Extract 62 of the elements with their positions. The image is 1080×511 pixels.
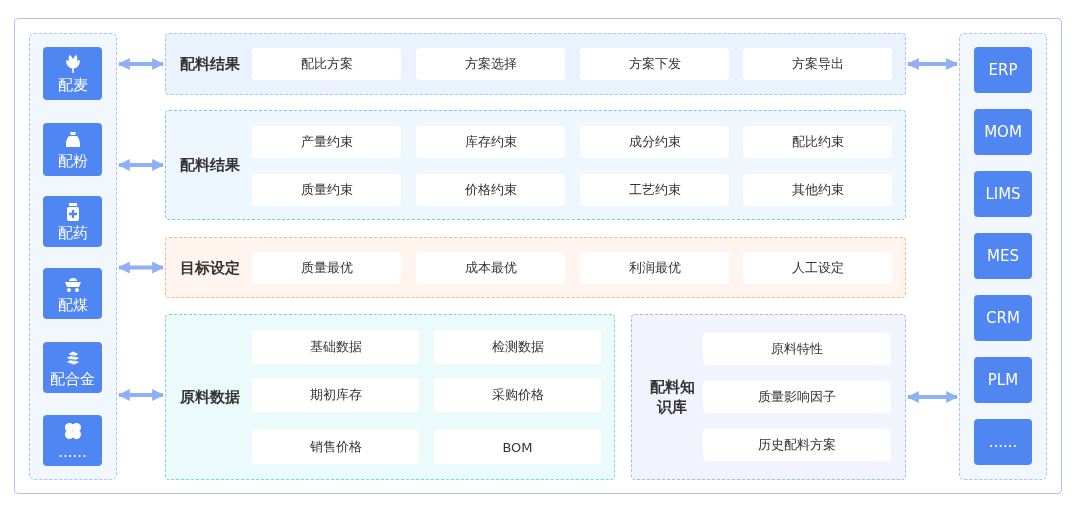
item-tile: 方案下发 [580, 48, 729, 80]
item-tile: 质量最优 [252, 252, 401, 284]
column-panel [959, 33, 1047, 480]
item-tile: 方案导出 [743, 48, 892, 80]
category-label: 配粉 [57, 151, 88, 170]
item-tile: 基础数据 [252, 330, 419, 364]
category-label: ...... [58, 442, 87, 461]
item-tile: 期初库存 [252, 378, 419, 412]
item-tile: 人工设定 [743, 252, 892, 284]
item-tile: 配比方案 [252, 48, 401, 80]
system-tile: ERP [974, 47, 1032, 93]
module-title: 配料结果 [180, 55, 240, 74]
item-tile: 采购价格 [434, 378, 601, 412]
item-tile: 其他约束 [743, 174, 892, 206]
category-label: 配药 [57, 223, 88, 242]
item-tile: 检测数据 [434, 330, 601, 364]
system-tile: CRM [974, 295, 1032, 341]
item-tile: 成本最优 [416, 252, 565, 284]
double-arrow [906, 58, 959, 70]
item-tile: 历史配料方案 [703, 429, 891, 461]
category-tile [43, 342, 102, 393]
category-tile [43, 47, 102, 100]
item-tile: 配比约束 [743, 126, 892, 158]
double-arrow [906, 391, 959, 403]
system-tile: MES [974, 233, 1032, 279]
module-title: 目标设定 [180, 258, 240, 278]
category-tile [43, 123, 102, 176]
module-panel [165, 110, 906, 220]
item-tile: 方案选择 [416, 48, 565, 80]
column-panel [29, 33, 117, 480]
system-tile: MOM [974, 109, 1032, 155]
item-tile: 利润最优 [580, 252, 729, 284]
module-panel [631, 314, 906, 480]
item-tile: BOM [434, 430, 601, 464]
module-panel [165, 314, 615, 480]
double-arrow [117, 58, 165, 70]
system-tile: ...... [974, 419, 1032, 465]
module-panel [165, 237, 906, 298]
system-tile: LIMS [974, 171, 1032, 217]
module-title: 配料知识库 [648, 378, 696, 417]
module-title: 原料数据 [180, 388, 240, 407]
module-panel [165, 33, 906, 95]
item-tile: 产量约束 [252, 126, 401, 158]
category-label: 配合金 [50, 369, 95, 388]
double-arrow [117, 159, 165, 171]
category-tile [43, 196, 102, 247]
system-tile: PLM [974, 357, 1032, 403]
category-label: 配煤 [57, 295, 88, 314]
category-label: 配麦 [57, 75, 88, 94]
item-tile: 库存约束 [416, 126, 565, 158]
item-tile: 销售价格 [252, 430, 419, 464]
double-arrow [117, 261, 165, 274]
item-tile: 原料特性 [703, 333, 891, 365]
category-tile [43, 268, 102, 319]
double-arrow [117, 389, 165, 401]
item-tile: 成分约束 [580, 126, 729, 158]
item-tile: 质量影响因子 [703, 381, 891, 413]
item-tile: 质量约束 [252, 174, 401, 206]
item-tile: 价格约束 [416, 174, 565, 206]
module-title: 配料结果 [180, 156, 240, 175]
category-tile [43, 415, 102, 466]
item-tile: 工艺约束 [580, 174, 729, 206]
